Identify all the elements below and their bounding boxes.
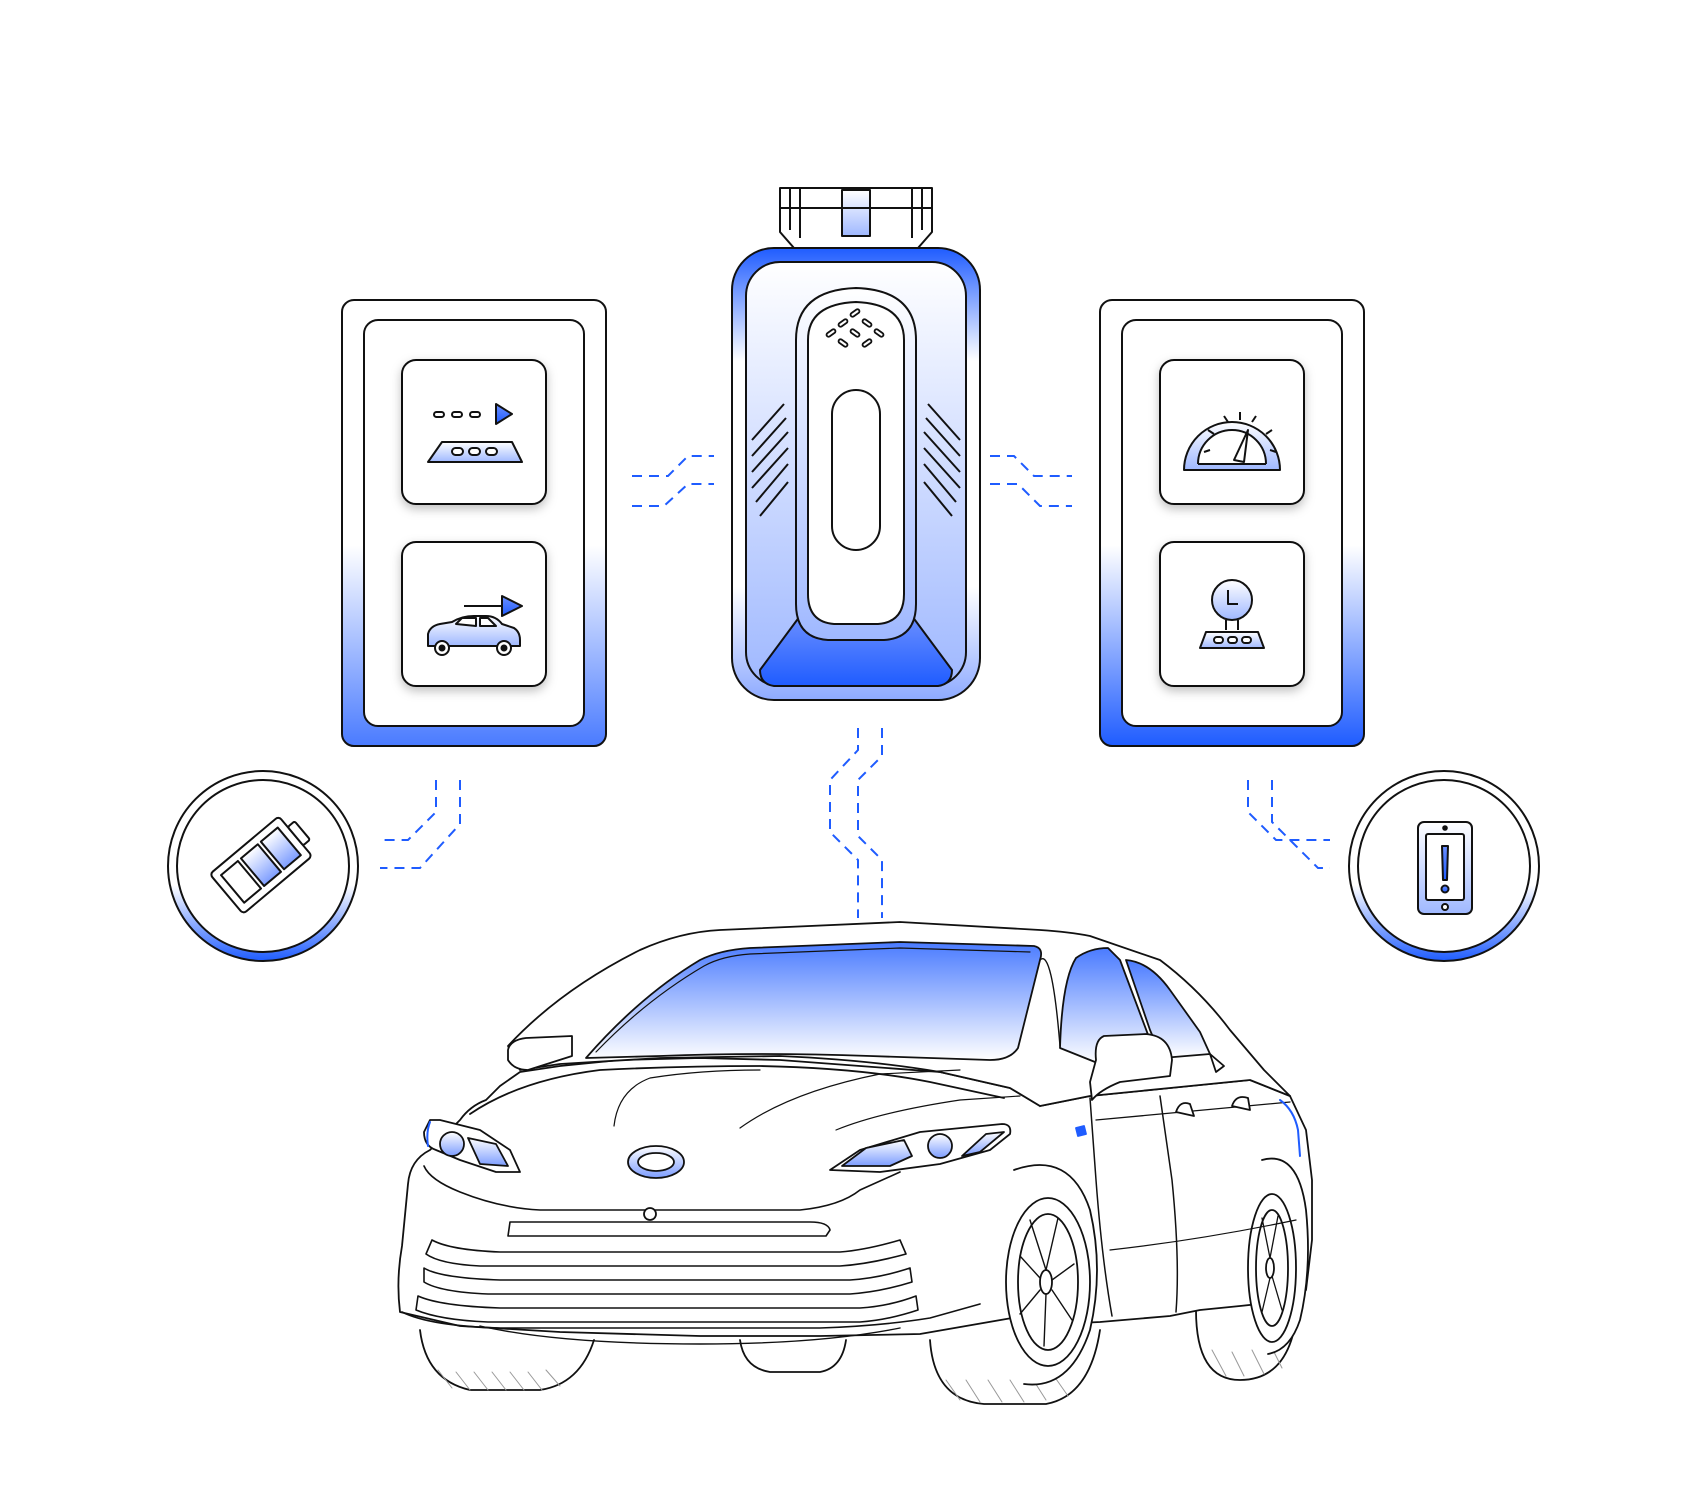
sedan-car <box>397 921 1313 1405</box>
phone-alert-badge[interactable] <box>1348 770 1540 962</box>
trip-time-icon <box>1199 579 1265 649</box>
obd-device-icon <box>731 187 981 701</box>
speedometer-tile[interactable] <box>1159 359 1305 505</box>
phone-alert-icon <box>1417 821 1473 915</box>
battery-icon <box>210 816 312 914</box>
battery-status-badge[interactable] <box>167 770 359 962</box>
connector-dongle-car-b <box>857 728 883 918</box>
trip-time-tile[interactable] <box>1159 541 1305 687</box>
connector-left-dongle-b <box>632 483 714 507</box>
connector-left-battery-a <box>380 780 437 841</box>
sedan-front-view-icon <box>397 921 1313 1405</box>
vehicle-movement-tile[interactable] <box>401 541 547 687</box>
connector-dongle-right-a <box>990 455 1072 477</box>
grip-lines <box>751 403 961 517</box>
right-feature-panel <box>1099 299 1365 747</box>
connector-left-battery-b <box>380 780 461 869</box>
connector-dongle-car-a <box>829 728 859 918</box>
route-tracking-tile[interactable] <box>401 359 547 505</box>
front-grille <box>415 1221 919 1323</box>
vehicle-movement-icon <box>427 595 523 656</box>
rear-right-wheel <box>1247 1157 1309 1355</box>
windshield <box>585 941 1043 1061</box>
signal-marks <box>825 308 885 348</box>
connector-lines <box>380 455 1330 918</box>
connector-right-phone-b <box>1271 780 1330 869</box>
left-feature-panel <box>341 299 607 747</box>
route-tracking-icon <box>427 403 523 463</box>
connector-right-phone-a <box>1247 780 1330 841</box>
side-mirror <box>1089 1033 1173 1101</box>
connector-dongle-right-b <box>990 483 1072 507</box>
left-mirror <box>507 1035 573 1071</box>
obd-dongle <box>731 187 981 701</box>
connector-left-dongle-a <box>632 455 714 477</box>
speedometer-icon <box>1183 412 1281 471</box>
front-right-wheel <box>1005 1164 1098 1386</box>
rear-side-window <box>1125 959 1211 1059</box>
